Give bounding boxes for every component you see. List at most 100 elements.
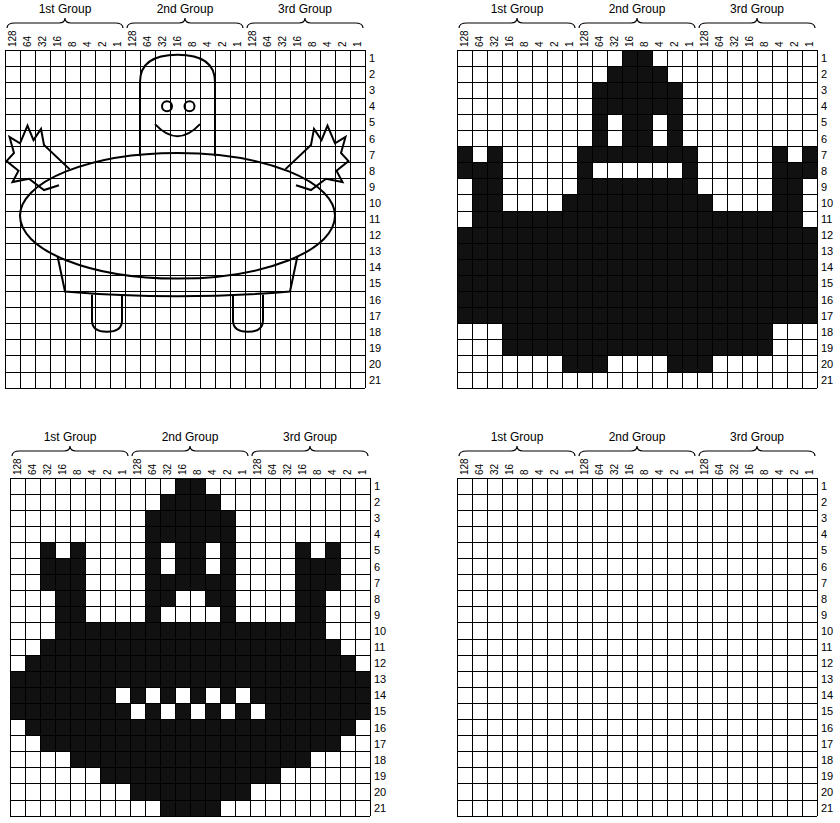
- bit-value: 1: [685, 41, 695, 47]
- filled-cell: [205, 510, 220, 526]
- filled-cell: [100, 655, 115, 671]
- grid-line: [457, 323, 817, 324]
- filled-cell: [682, 147, 697, 163]
- grid-line: [355, 478, 356, 816]
- filled-cell: [205, 752, 220, 768]
- grid-line: [457, 50, 458, 388]
- grid-line: [10, 735, 370, 736]
- grid-line: [457, 146, 817, 147]
- grid-line: [502, 50, 503, 388]
- filled-cell: [25, 655, 40, 671]
- grid-line: [457, 372, 817, 373]
- filled-cell: [652, 243, 667, 259]
- filled-cell: [160, 526, 175, 542]
- filled-cell: [607, 308, 622, 324]
- filled-cell: [130, 655, 145, 671]
- grid-line: [205, 478, 206, 816]
- filled-cell: [100, 752, 115, 768]
- filled-cell: [175, 639, 190, 655]
- filled-cell: [250, 768, 265, 784]
- bit-value: 4: [535, 41, 545, 47]
- grid-line: [5, 130, 365, 131]
- bit-value: 2: [790, 469, 800, 475]
- filled-cell: [652, 275, 667, 291]
- filled-cell: [160, 671, 175, 687]
- grid-line: [487, 478, 488, 816]
- filled-cell: [517, 259, 532, 275]
- filled-cell: [250, 623, 265, 639]
- filled-cell: [130, 639, 145, 655]
- group-brace: [579, 18, 695, 28]
- bit-value: 8: [313, 469, 323, 475]
- bit-value: 16: [625, 464, 635, 475]
- filled-cell: [682, 227, 697, 243]
- filled-cell: [562, 356, 577, 372]
- filled-cell: [592, 114, 607, 130]
- grid-line: [115, 478, 116, 816]
- bit-value: 16: [178, 464, 188, 475]
- filled-cell: [517, 292, 532, 308]
- filled-cell: [667, 324, 682, 340]
- filled-cell: [340, 720, 355, 736]
- filled-cell: [190, 510, 205, 526]
- filled-cell: [310, 639, 325, 655]
- grid-line: [110, 50, 111, 388]
- filled-cell: [55, 591, 70, 607]
- filled-cell: [787, 179, 802, 195]
- filled-cell: [682, 179, 697, 195]
- filled-cell: [787, 259, 802, 275]
- filled-cell: [562, 340, 577, 356]
- filled-cell: [622, 82, 637, 98]
- filled-cell: [265, 655, 280, 671]
- filled-cell: [310, 559, 325, 575]
- filled-cell: [577, 340, 592, 356]
- filled-cell: [457, 243, 472, 259]
- filled-cell: [502, 275, 517, 291]
- bit-value: 64: [715, 464, 725, 475]
- bit-value: 4: [328, 469, 338, 475]
- filled-cell: [235, 623, 250, 639]
- row-number: 10: [369, 197, 381, 208]
- filled-cell: [220, 752, 235, 768]
- filled-cell: [115, 655, 130, 671]
- bit-value: 8: [520, 469, 530, 475]
- bit-value: 64: [23, 36, 33, 47]
- filled-cell: [697, 259, 712, 275]
- group-heading: 3rd Group: [278, 3, 332, 15]
- group-brace: [579, 446, 695, 456]
- row-number: 16: [821, 722, 833, 733]
- filled-cell: [652, 195, 667, 211]
- bit-value: 16: [298, 464, 308, 475]
- filled-cell: [772, 195, 787, 211]
- filled-cell: [265, 768, 280, 784]
- filled-cell: [40, 703, 55, 719]
- row-number: 10: [821, 625, 833, 636]
- filled-cell: [607, 147, 622, 163]
- row-number: 5: [821, 545, 827, 556]
- row-number: 4: [369, 101, 375, 112]
- filled-cell: [472, 227, 487, 243]
- filled-cell: [487, 308, 502, 324]
- filled-cell: [190, 494, 205, 510]
- grid-line: [5, 355, 365, 356]
- row-number: 1: [374, 481, 380, 492]
- filled-cell: [310, 687, 325, 703]
- grid-line: [235, 478, 236, 816]
- filled-cell: [712, 324, 727, 340]
- filled-cell: [160, 655, 175, 671]
- filled-cell: [802, 275, 817, 291]
- filled-cell: [802, 308, 817, 324]
- filled-cell: [325, 736, 340, 752]
- grid-line: [10, 510, 370, 511]
- grid-line: [280, 478, 281, 816]
- grid-line: [772, 478, 773, 816]
- filled-cell: [577, 308, 592, 324]
- filled-cell: [235, 752, 250, 768]
- group-heading: 3rd Group: [730, 431, 784, 443]
- filled-cell: [55, 736, 70, 752]
- filled-cell: [100, 687, 115, 703]
- filled-cell: [160, 720, 175, 736]
- filled-cell: [40, 687, 55, 703]
- row-number: 17: [374, 738, 386, 749]
- filled-cell: [682, 356, 697, 372]
